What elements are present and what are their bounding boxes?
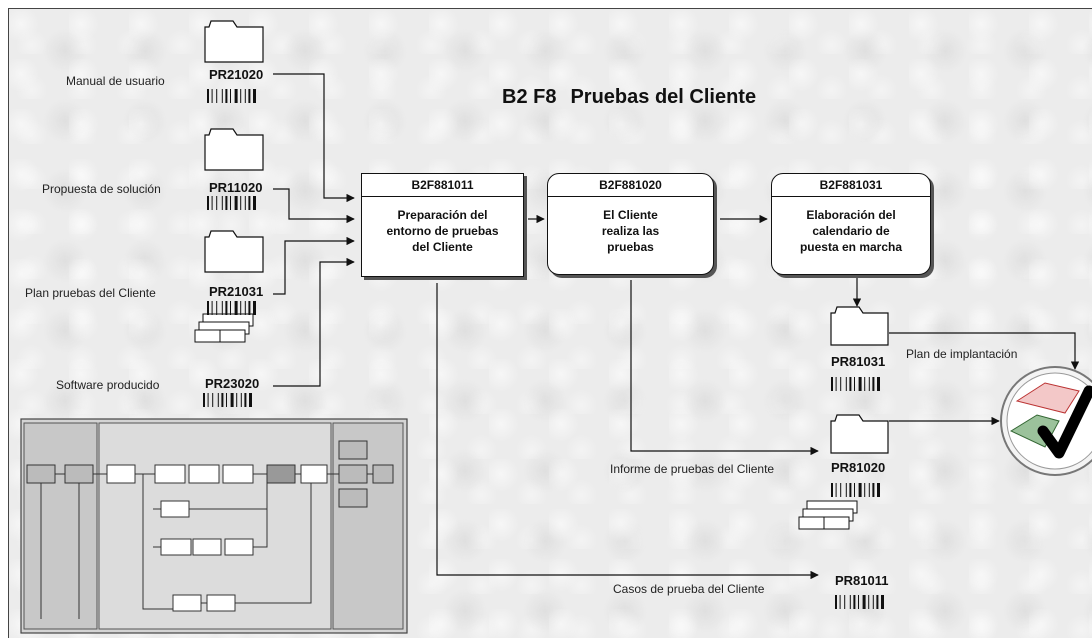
connector-software [273, 257, 355, 387]
output-label-informe: Informe de pruebas del Cliente [610, 462, 775, 476]
process-box-calendario: B2F881031 Elaboración del calendario de … [771, 173, 931, 275]
barcode-icon [207, 89, 256, 103]
process-description: El Cliente realiza las pruebas [548, 197, 713, 255]
output-label-casos: Casos de prueba del Cliente [613, 582, 765, 596]
input-label-propuesta: Propuesta de solución [42, 182, 161, 196]
connector-plan-check [889, 332, 1080, 370]
title-phase-name: Pruebas del Cliente [570, 86, 757, 108]
input-label-manual: Manual de usuario [66, 74, 165, 88]
process-line: del Cliente [412, 240, 473, 254]
folder-icon [204, 230, 264, 273]
process-line: Elaboración del [806, 208, 896, 222]
flow-connectors [20, 20, 1092, 634]
process-line: Preparación del [397, 208, 488, 222]
barcode-icon [203, 393, 252, 407]
input-label-software: Software producido [56, 378, 160, 392]
connector-plan [273, 236, 355, 295]
document-stack-icon [798, 500, 858, 530]
input-code-propuesta: PR11020 [209, 180, 263, 195]
process-box-cliente-pruebas: B2F881020 El Cliente realiza las pruebas [547, 173, 714, 275]
folder-icon [204, 20, 264, 63]
connector-p1-casos [436, 283, 819, 580]
process-box-preparacion: B2F881011 Preparación del entorno de pru… [361, 173, 524, 277]
diagram-frame: B2 F8 Pruebas del Cliente Manual de usuar… [8, 8, 1092, 638]
process-code: B2F881020 [548, 174, 713, 197]
process-line: calendario de [812, 224, 890, 238]
input-code-manual: PR21020 [209, 67, 264, 82]
output-code-plan-implantacion: PR81031 [831, 354, 886, 369]
output-code-casos: PR81011 [835, 573, 889, 588]
process-line: pruebas [607, 240, 654, 254]
process-line: entorno de pruebas [386, 224, 499, 238]
folder-icon [204, 128, 264, 171]
connector-p2-informe [630, 280, 819, 456]
folder-icon [830, 414, 889, 454]
process-code: B2F881031 [772, 174, 930, 197]
process-description: Preparación del entorno de pruebas del C… [362, 197, 523, 255]
barcode-icon [207, 301, 256, 315]
document-stack-icon [194, 313, 254, 343]
connector-propuesta [273, 188, 355, 224]
barcode-icon [835, 595, 884, 609]
process-description: Elaboración del calendario de puesta en … [772, 197, 930, 255]
process-map-thumbnail [20, 418, 408, 634]
barcode-icon [207, 196, 256, 210]
barcode-icon [831, 377, 880, 391]
input-code-plan: PR21031 [209, 284, 264, 299]
input-code-software: PR23020 [205, 376, 260, 391]
output-label-plan-implantacion: Plan de implantación [906, 347, 1018, 361]
connector-manual [273, 73, 355, 203]
title-phase-code: B2 F8 [502, 86, 557, 108]
process-code: B2F881011 [362, 174, 523, 197]
barcode-icon [831, 483, 880, 497]
input-label-plan: Plan pruebas del Cliente [25, 286, 156, 300]
approval-check-icon [1000, 366, 1092, 476]
process-line: El Cliente [603, 208, 658, 222]
process-line: realiza las [601, 224, 660, 238]
process-line: puesta en marcha [799, 240, 903, 254]
folder-icon [830, 306, 889, 346]
page-title: B2 F8 Pruebas del Cliente [502, 86, 770, 109]
output-code-informe: PR81020 [831, 460, 886, 475]
